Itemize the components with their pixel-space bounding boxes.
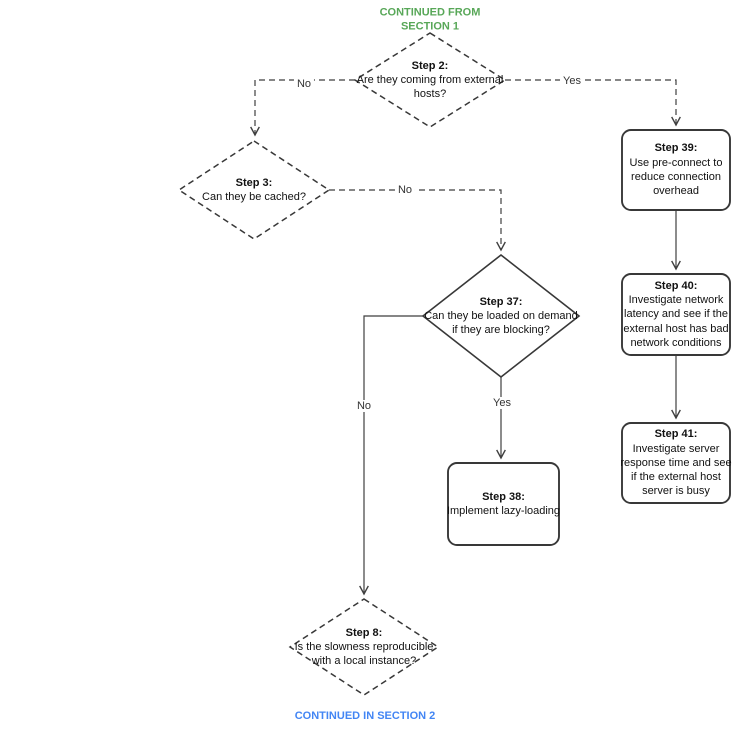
continued-in-label: CONTINUED IN SECTION 2 [294,709,436,722]
step37-title: Step 37: [479,295,523,308]
continued-from-label: CONTINUED FROM SECTION 1 [379,6,481,33]
step39-label: Step 39: Use pre-connect to reduce conne… [623,130,729,210]
edge-step3-no-line [329,189,506,252]
edge-step37-yes-label: Yes [490,397,514,409]
step41-box [621,422,731,504]
step3-text: Can they be cached? [202,191,306,203]
edge-step2-yes-line [505,79,681,127]
step8-diamond [288,598,440,696]
step41-text: Investigate server response time and see… [620,442,732,498]
step2-title: Step 2: [411,59,449,72]
step41-label: Step 41: Investigate server response tim… [618,423,734,503]
step39-text: Use pre-connect to reduce connection ove… [629,156,723,198]
step38-box [447,462,560,546]
step2-diamond [353,32,507,128]
step39-title: Step 39: [654,142,698,155]
step38-text: Implement lazy-loading [446,505,561,517]
step8-label: Step 8: Is the slowness reproducible wit… [284,615,444,679]
step38-label: Step 38: Implement lazy-loading [444,463,563,545]
step37-text: Can they be loaded on demand if they are… [424,309,578,337]
edge-step3-no-label: No [394,184,416,196]
step2-label: Step 2: Are they coming from external ho… [352,48,508,112]
step37-diamond [421,253,581,379]
step3-label: Step 3: Can they be cached? [179,158,329,222]
edge-step37-no-line [359,315,423,596]
step40-text: Investigate network latency and see if t… [623,294,729,349]
step38-title: Step 38: [482,490,525,503]
edge-step37-no-label: No [353,400,375,412]
step37-label: Step 37: Can they be loaded on demand if… [420,284,582,348]
step40-label: Step 40: Investigate network latency and… [621,274,731,355]
step40-title: Step 40: [654,279,698,292]
step3-diamond [177,140,331,240]
edge-step2-no-label: No [293,78,315,90]
edge-step2-no-line [250,79,355,137]
step8-text: Is the slowness reproducible with a loca… [294,640,434,668]
step3-title: Step 3: [235,176,273,189]
step8-title: Step 8: [345,626,383,639]
edge-step2-yes-label: Yes [560,75,584,87]
step41-title: Step 41: [654,428,698,441]
step40-box [621,273,731,356]
step2-text: Are they coming from external hosts? [356,73,504,101]
step39-box [621,129,731,211]
